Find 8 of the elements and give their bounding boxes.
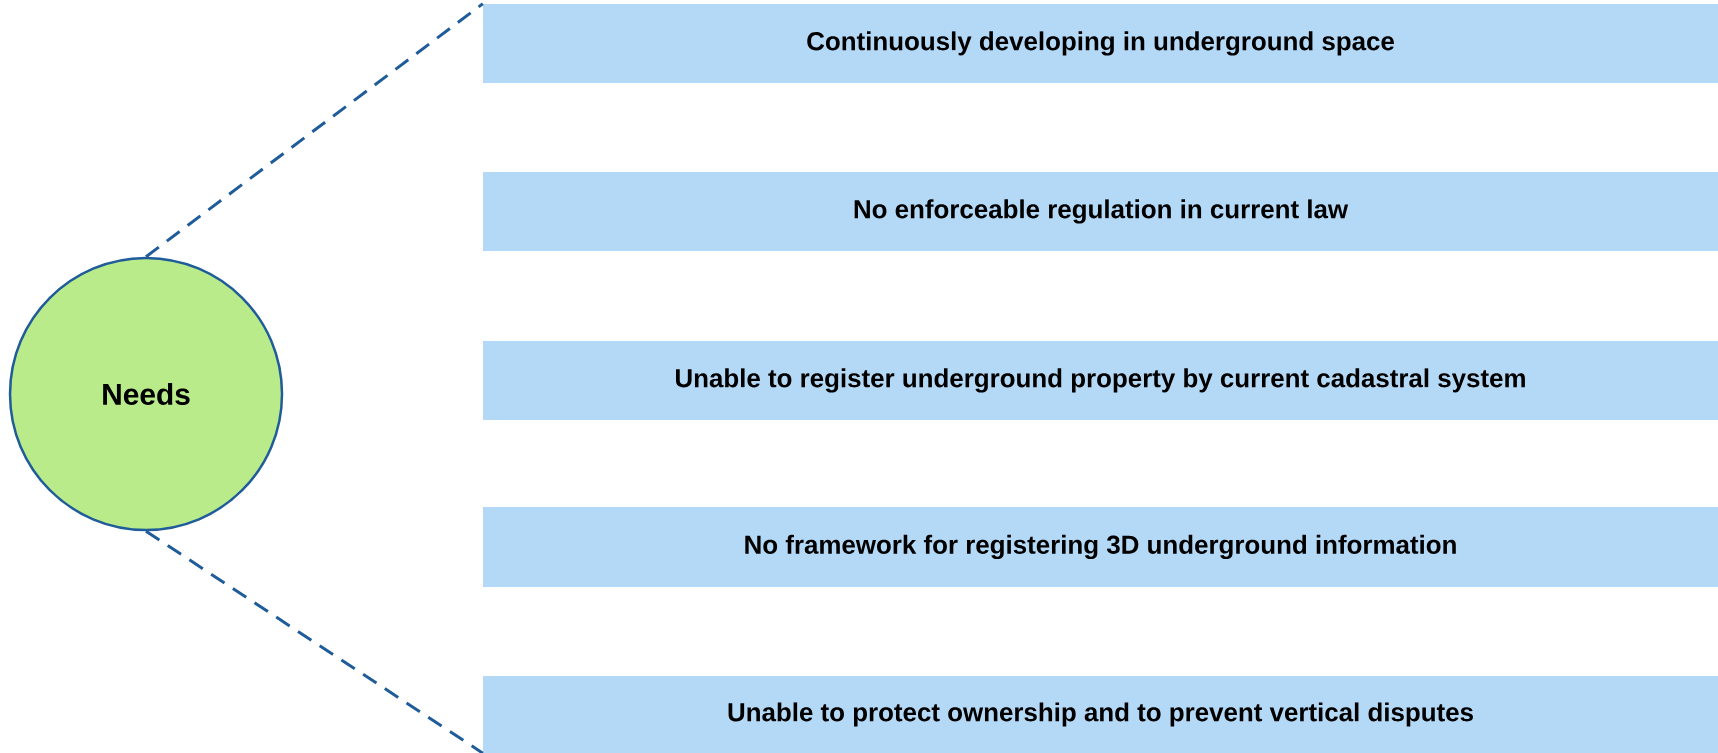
dashed-line <box>145 530 484 753</box>
dashed-line <box>145 2 484 258</box>
text-box: Unable to register underground property by current cadastral system <box>483 341 1718 420</box>
text-box: Continuously developing in underground space <box>483 4 1718 83</box>
text-box: No framework for registering 3D underground information <box>483 507 1718 587</box>
text-box: No enforceable regulation in current law <box>483 172 1718 251</box>
circle-node: Needs <box>8 256 284 532</box>
text-box: Unable to protect ownership and to prevent vertical disputes <box>483 676 1718 753</box>
